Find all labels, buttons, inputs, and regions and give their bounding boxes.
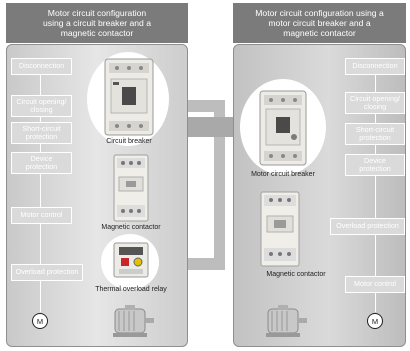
circuit-breaker-icon xyxy=(104,58,154,136)
right-function-overload-protection: Overload protection xyxy=(330,218,405,235)
left-function-overload-protection: Overload protection xyxy=(11,264,83,281)
right-motor-symbol: M xyxy=(367,313,383,329)
left-function-short-circuit-protection: Short-circuit protection xyxy=(11,122,72,144)
right-function-label: Device protection xyxy=(359,155,391,173)
right-function-label: Motor control xyxy=(354,279,396,289)
circuit-breaker-label: Circuit breaker xyxy=(106,138,152,145)
left-function-label: Device protection xyxy=(25,153,58,171)
motor-circuit-breaker-label: Motor circuit breaker xyxy=(251,171,315,178)
right-function-motor-control: Motor control xyxy=(345,276,405,293)
motor-symbol-label: M xyxy=(371,316,379,326)
right-panel: Disconnection Circuit opening/ closing S… xyxy=(233,44,406,347)
thermal-overload-relay-label: Thermal overload relay xyxy=(95,286,167,293)
magnetic-contactor-icon xyxy=(260,191,300,267)
right-function-disconnection: Disconnection xyxy=(345,58,405,75)
motor-icon xyxy=(266,305,307,337)
left-function-label: Circuit opening/ closing xyxy=(16,96,67,114)
left-function-label: Disconnection xyxy=(18,61,65,71)
right-panel-title: Motor circuit configuration using a moto… xyxy=(233,3,406,43)
left-panel: Disconnection Circuit opening/ closing S… xyxy=(6,44,188,347)
left-function-motor-control: Motor control xyxy=(11,207,72,224)
left-function-disconnection: Disconnection xyxy=(11,58,72,75)
right-function-label: Short-circuit protection xyxy=(355,124,395,142)
right-function-circuit-opening-closing: Circuit opening/ closing xyxy=(345,92,405,114)
left-function-circuit-opening-closing: Circuit opening/ closing xyxy=(11,95,72,117)
motor-symbol-label: M xyxy=(36,316,44,326)
right-signal-line xyxy=(375,67,376,312)
right-function-label: Disconnection xyxy=(352,61,398,71)
left-function-label: Overload protection xyxy=(15,267,79,277)
left-signal-line xyxy=(40,67,41,312)
right-function-label: Overload protection xyxy=(336,221,399,231)
left-motor-symbol: M xyxy=(32,313,48,329)
magnetic-contactor-label: Magnetic contactor xyxy=(101,224,161,231)
right-title-text: Motor circuit configuration using a moto… xyxy=(255,8,384,38)
left-panel-title: Motor circuit configuration using a circ… xyxy=(6,3,188,43)
magnetic-contactor-icon xyxy=(113,154,149,222)
motor-icon xyxy=(113,305,154,337)
motor-circuit-breaker-icon xyxy=(259,90,307,166)
right-function-label: Circuit opening/ closing xyxy=(350,93,400,111)
right-function-short-circuit-protection: Short-circuit protection xyxy=(345,123,405,145)
left-function-label: Short-circuit protection xyxy=(22,123,61,141)
left-function-device-protection: Device protection xyxy=(11,152,72,174)
left-function-label: Motor control xyxy=(20,210,63,220)
left-title-text: Motor circuit configuration using a circ… xyxy=(43,8,151,38)
magnetic-contactor-label: Magnetic contactor xyxy=(266,271,326,278)
right-function-device-protection: Device protection xyxy=(345,154,405,176)
thermal-overload-relay-icon xyxy=(113,242,149,278)
